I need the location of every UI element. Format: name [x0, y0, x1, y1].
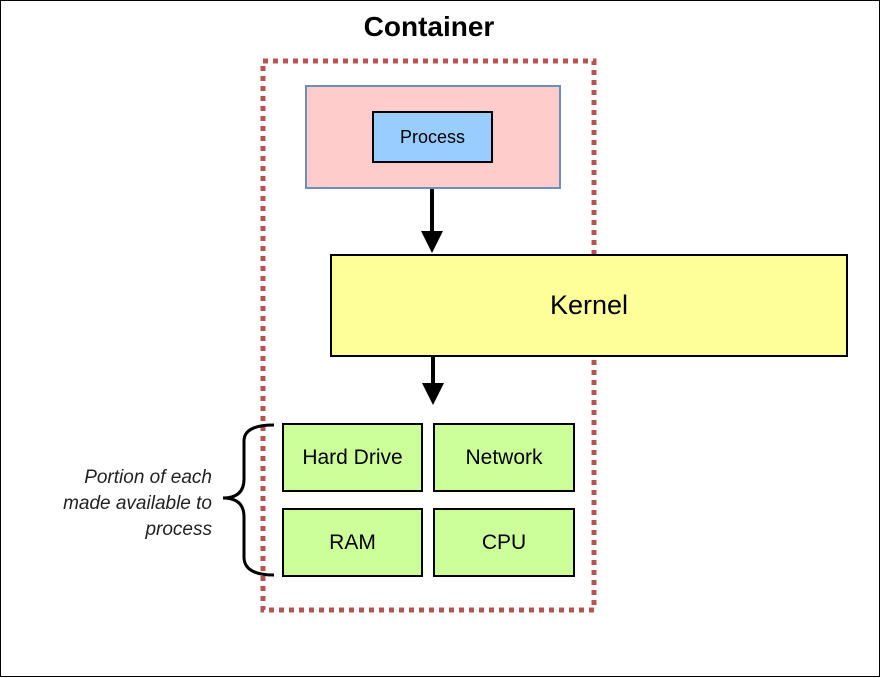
note-line: process: [145, 519, 212, 540]
resource-cpu: CPU: [433, 508, 575, 577]
note-line: Portion of each: [84, 467, 212, 488]
arrow-kernel-to-resources: [422, 357, 444, 405]
resource-hard-drive: Hard Drive: [282, 423, 423, 492]
container-title: Container: [363, 11, 495, 42]
resource-network: Network: [433, 423, 575, 492]
kernel-box: Kernel: [330, 254, 848, 357]
arrow-process-to-kernel: [421, 189, 443, 253]
process-box: Process: [372, 111, 493, 163]
resource-ram: RAM: [282, 508, 423, 577]
curly-brace: [222, 423, 275, 577]
note-line: made available to: [63, 493, 212, 514]
resource-portion-note: Portion of each made available to proces…: [11, 465, 212, 543]
